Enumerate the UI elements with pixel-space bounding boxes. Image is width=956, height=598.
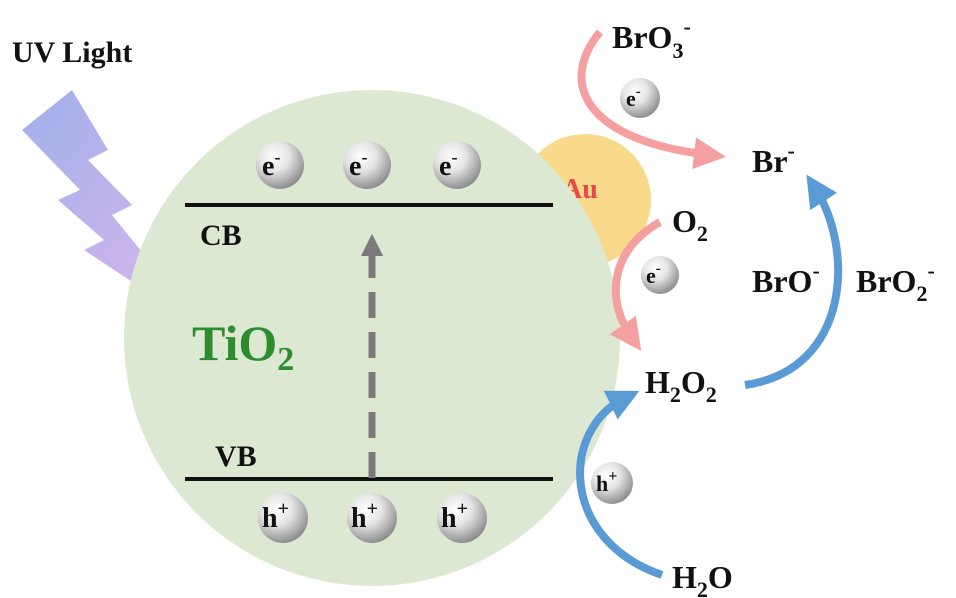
oxygen-reduction-arrow (609, 218, 662, 352)
bromite-sup: - (927, 258, 934, 283)
water-oxidation-arrow (576, 390, 664, 579)
svg-text:e-: e- (626, 84, 641, 111)
electron-sphere: e- (256, 141, 304, 189)
cb-label: CB (200, 219, 242, 252)
hole-label: h (596, 471, 608, 496)
h2o2-o: O (681, 364, 706, 400)
svg-text:h+: h+ (351, 498, 378, 534)
electron-label: e (439, 151, 451, 182)
bromate-main: BrO (612, 19, 672, 55)
hole-sphere: h+ (347, 493, 397, 543)
bromide-label: Br- (752, 138, 795, 179)
hole-charge: + (278, 498, 289, 520)
h2o2-sub1: 2 (670, 382, 681, 407)
uv-light-label: UV Light (12, 36, 132, 69)
svg-text:h+: h+ (262, 498, 289, 534)
hole-charge: + (367, 498, 378, 520)
hole-charge: + (608, 468, 617, 485)
hole-label: h (262, 503, 278, 534)
hole-label: h (441, 503, 457, 534)
bromate-reduction-arrow (577, 29, 726, 170)
bromate-sup: - (683, 14, 690, 39)
tio2-label: TiO2 (192, 315, 294, 378)
electron-charge: - (451, 147, 457, 167)
bromide-sup: - (788, 138, 795, 163)
hypobromite-sup: - (812, 258, 819, 283)
electron-charge: - (274, 147, 280, 167)
electron-label: e (349, 151, 361, 182)
water-sub: 2 (697, 577, 708, 598)
oxygen-sub: 2 (697, 221, 708, 246)
hypobromite-main: BrO (752, 263, 812, 299)
electron-label: e (626, 86, 636, 111)
bromite-label: BrO2- (856, 258, 935, 306)
bromate-label: BrO3- (612, 14, 691, 63)
hole-sphere-water: h+ (591, 462, 633, 504)
electron-sphere: e- (433, 141, 481, 189)
hole-sphere: h+ (258, 493, 308, 543)
electron-sphere-oxygen: e- (641, 256, 679, 294)
svg-text:e-: e- (349, 147, 367, 182)
hypobromite-label: BrO- (752, 258, 820, 299)
electron-sphere-bromate: e- (620, 78, 660, 118)
h2o2-sub2: 2 (706, 382, 717, 407)
electron-charge: - (636, 84, 641, 100)
svg-text:e-: e- (262, 147, 280, 182)
svg-text:h+: h+ (596, 468, 617, 496)
bromite-main: BrO (856, 263, 916, 299)
tio2-label-sub: 2 (277, 341, 294, 378)
water-o: O (708, 559, 733, 595)
h2o2-to-bromide-arrow (744, 174, 843, 389)
vb-label: VB (215, 440, 257, 473)
water-h: H (672, 559, 697, 595)
electron-label: e (646, 263, 656, 288)
electron-label: e (262, 151, 274, 182)
hole-label: h (351, 503, 367, 534)
svg-text:e-: e- (439, 147, 457, 182)
bromite-sub: 2 (916, 281, 927, 306)
oxygen-label: O2 (672, 203, 708, 246)
electron-charge: - (656, 261, 661, 277)
hole-sphere: h+ (437, 493, 487, 543)
oxygen-main: O (672, 203, 697, 239)
electron-charge: - (361, 147, 367, 167)
bromate-sub: 3 (672, 38, 683, 63)
h2o2-label: H2O2 (645, 364, 717, 407)
svg-text:e-: e- (646, 261, 661, 288)
bromide-main: Br (752, 143, 788, 179)
hole-charge: + (457, 498, 468, 520)
h2o2-h: H (645, 364, 670, 400)
water-label: H2O (672, 559, 733, 598)
lightning-bolt-icon (22, 90, 205, 330)
electron-sphere: e- (343, 141, 391, 189)
tio2-label-main: TiO (192, 315, 277, 371)
svg-text:h+: h+ (441, 498, 468, 534)
